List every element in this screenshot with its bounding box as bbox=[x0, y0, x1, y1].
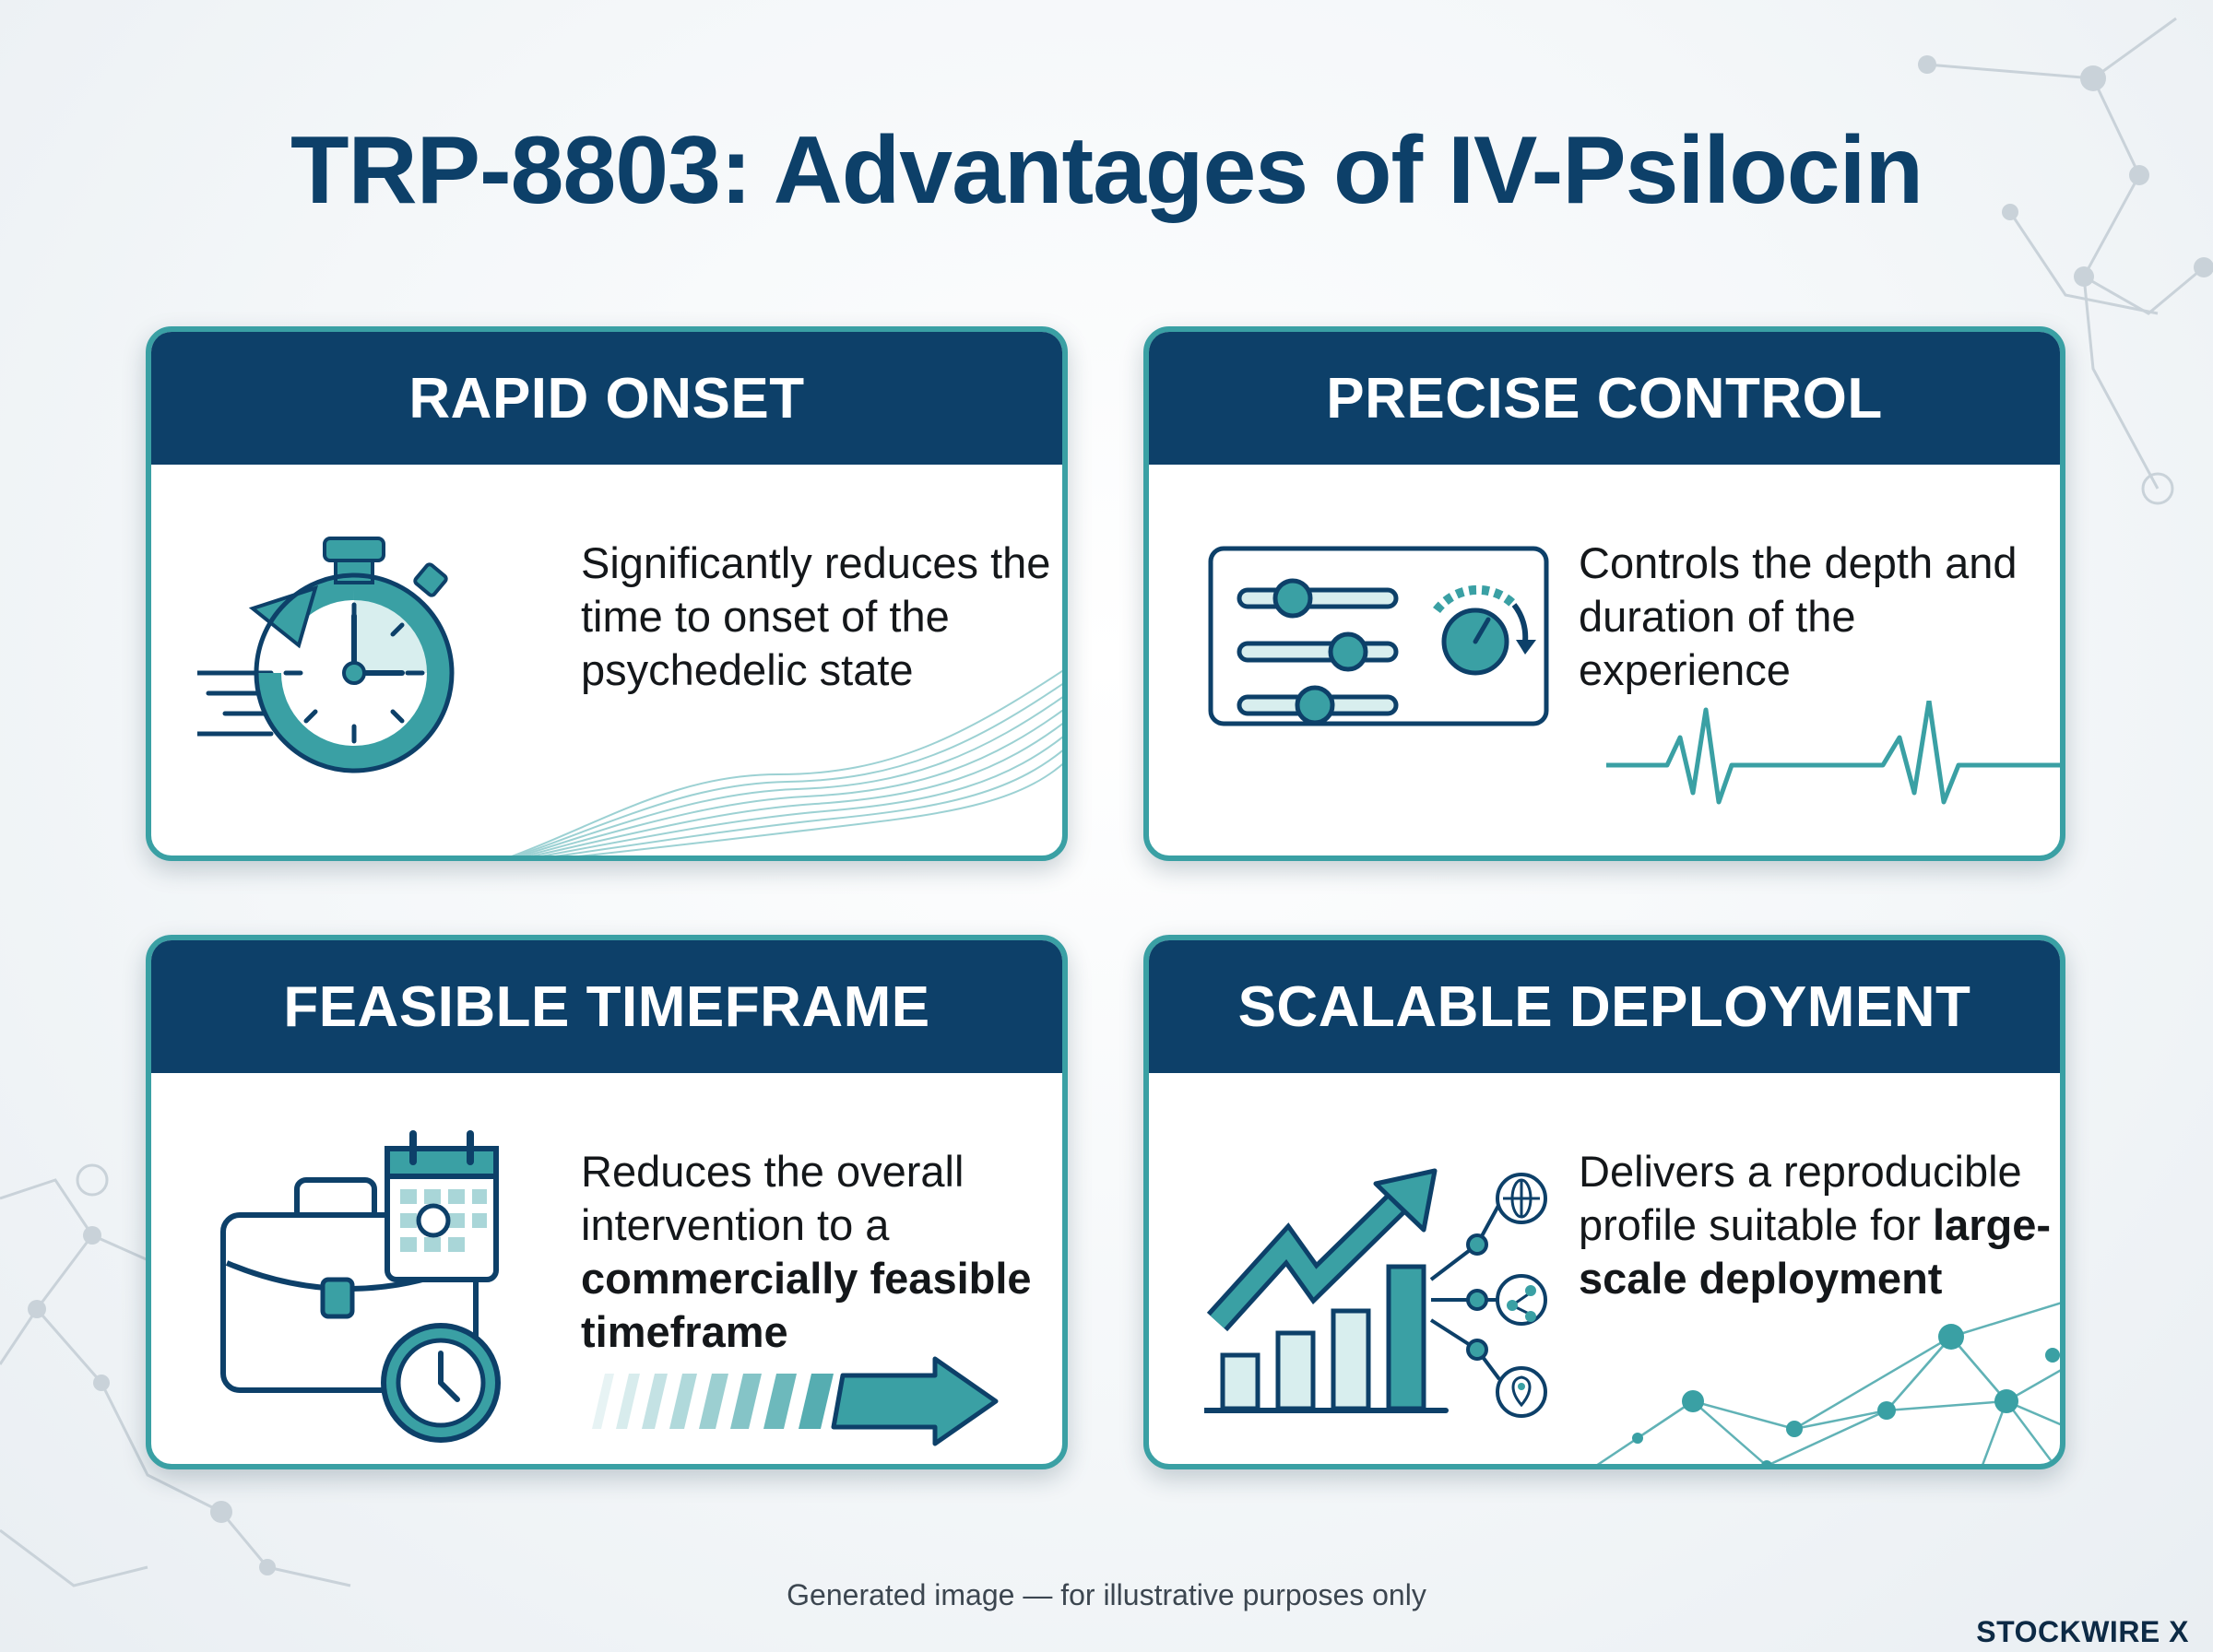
heartbeat-line-decoration bbox=[1606, 701, 2060, 805]
card-description-plain: Delivers a reproducible profile suitable… bbox=[1579, 1147, 2022, 1249]
page-title: TRP-8803: Advantages of IV-Psilocin bbox=[290, 117, 1923, 224]
card-description: Significantly reduces the time to onset … bbox=[581, 538, 1051, 694]
brand-logo: STOCKWIRE X bbox=[1976, 1615, 2189, 1648]
card-description: Delivers a reproducible profile suitable… bbox=[1579, 1145, 2058, 1305]
control-panel-icon bbox=[1208, 546, 1549, 726]
network-nodes-decoration bbox=[1596, 1302, 2060, 1464]
card-description: Controls the depth and duration of the e… bbox=[1579, 538, 2018, 694]
progress-arrow-icon bbox=[592, 1356, 999, 1446]
card-heading: RAPID ONSET bbox=[151, 332, 1062, 465]
stopwatch-icon bbox=[197, 537, 455, 773]
growth-chart-network-icon bbox=[1204, 1168, 1547, 1418]
card-description-plain: Reduces the overall intervention to a bbox=[581, 1147, 964, 1249]
card-rapid-onset: RAPID ONSET bbox=[146, 326, 1068, 861]
card-heading: FEASIBLE TIMEFRAME bbox=[151, 940, 1062, 1073]
card-description: Reduces the overall intervention to a co… bbox=[581, 1145, 1060, 1359]
card-scalable-deployment: SCALABLE DEPLOYMENT bbox=[1143, 935, 2065, 1469]
card-description-bold: large-scale deployment bbox=[1579, 1200, 2052, 1303]
card-feasible-timeframe: FEASIBLE TIMEFRAME bbox=[146, 935, 1068, 1469]
wave-lines-decoration bbox=[511, 669, 1062, 856]
card-description-bold: commercially feasible timeframe bbox=[581, 1254, 1032, 1356]
disclaimer-footer: Generated image — for illustrative purpo… bbox=[787, 1578, 1426, 1611]
card-heading: SCALABLE DEPLOYMENT bbox=[1149, 940, 2060, 1073]
briefcase-calendar-clock-icon bbox=[220, 1130, 501, 1443]
card-heading: PRECISE CONTROL bbox=[1149, 332, 2060, 465]
card-precise-control: PRECISE CONTROL Controls the depth and d… bbox=[1143, 326, 2065, 861]
